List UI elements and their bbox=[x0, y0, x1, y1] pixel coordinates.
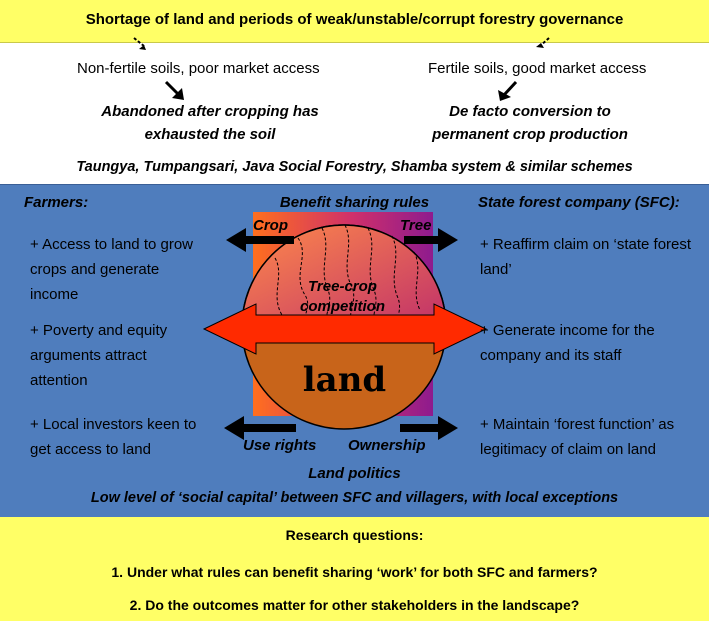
farmer-point-2: + Poverty and equity arguments attract a… bbox=[30, 322, 168, 389]
land-politics-label: Land politics bbox=[308, 465, 401, 482]
left-outcome-line1: Abandoned after cropping has bbox=[101, 103, 319, 120]
tree-label: Tree bbox=[400, 217, 432, 234]
farmers-heading: Farmers: bbox=[24, 194, 89, 211]
competition-line2: competition bbox=[300, 298, 385, 315]
sfc-point-3: + Maintain ‘forest function’ as legitima… bbox=[480, 416, 675, 458]
research-question-2: 2. Do the outcomes matter for other stak… bbox=[129, 597, 580, 613]
farmer-point-3: + Local investors keen to get access to … bbox=[30, 416, 197, 458]
bottom-panel bbox=[0, 517, 709, 621]
sfc-point-1: + Reaffirm claim on ‘state forest land’ bbox=[480, 236, 692, 278]
schemes-line: Taungya, Tumpangsari, Java Social Forest… bbox=[76, 159, 633, 175]
right-outcome-line1: De facto conversion to bbox=[449, 103, 611, 120]
top-title: Shortage of land and periods of weak/uns… bbox=[85, 11, 624, 28]
farmer-point-1: + Access to land to grow crops and gener… bbox=[30, 236, 194, 303]
use-rights-label: Use rights bbox=[243, 437, 317, 454]
double-arrow bbox=[202, 303, 488, 355]
research-question-1: 1. Under what rules can benefit sharing … bbox=[111, 564, 598, 580]
sfc-point-2: + Generate income for the company and it… bbox=[480, 322, 655, 364]
right-outcome-line2: permanent crop production bbox=[432, 126, 628, 143]
black-arrows bbox=[224, 228, 458, 440]
benefit-sharing-label: Benefit sharing rules bbox=[279, 194, 430, 211]
competition-line1: Tree-crop bbox=[308, 278, 377, 295]
left-outcome-line2: exhausted the soil bbox=[144, 126, 276, 143]
upper-half-circle bbox=[242, 225, 446, 327]
land-label: land bbox=[302, 360, 387, 400]
small-arrows bbox=[133, 37, 550, 101]
left-condition: Non-fertile soils, poor market access bbox=[77, 60, 320, 77]
sfc-heading: State forest company (SFC): bbox=[478, 194, 680, 211]
top-banner bbox=[0, 0, 709, 43]
social-capital-line: Low level of ‘social capital’ between SF… bbox=[90, 490, 619, 506]
ownership-label: Ownership bbox=[348, 437, 426, 454]
right-condition: Fertile soils, good market access bbox=[428, 60, 647, 77]
crop-label: Crop bbox=[253, 217, 288, 234]
research-questions-heading: Research questions: bbox=[285, 527, 424, 543]
